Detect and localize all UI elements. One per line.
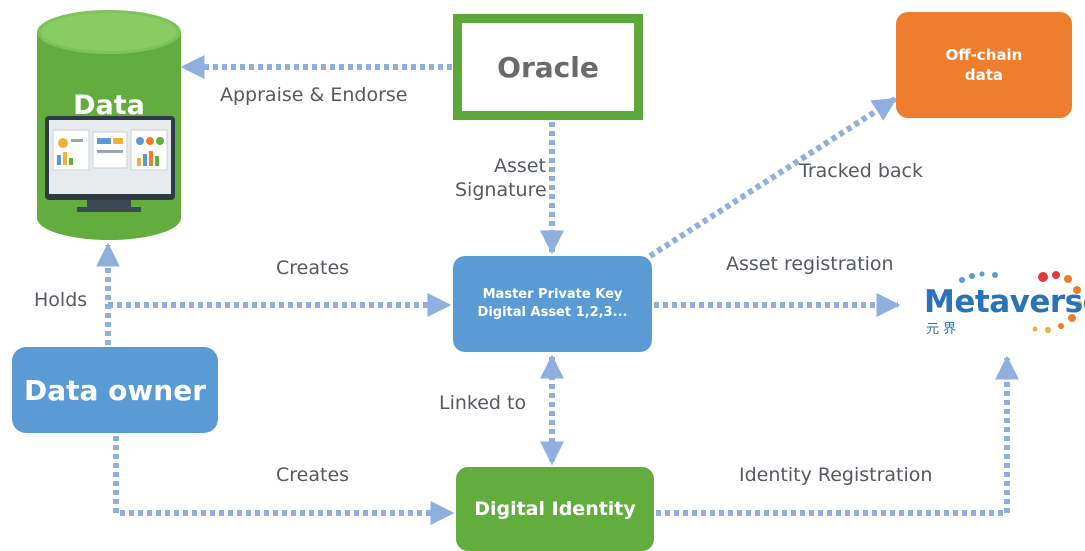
label-asset-registration: Asset registration: [726, 253, 894, 275]
offchain-label-line2: data: [964, 66, 1004, 84]
arrow-master-to-offchain: [648, 96, 898, 259]
metaverse-logo: Metaverse 元 界: [922, 268, 1085, 340]
data-database: Data: [37, 10, 181, 240]
metaverse-dots-icon: [959, 271, 1082, 333]
data-owner-label: Data owner: [24, 373, 206, 407]
label-creates-top: Creates: [276, 257, 350, 279]
offchain-label-line1: Off-chain: [945, 46, 1023, 64]
offchain-data-node: Off-chain data: [896, 12, 1072, 118]
label-appraise-endorse: Appraise & Endorse: [220, 84, 408, 106]
data-owner-node: Data owner: [12, 347, 218, 433]
arrow-owner-to-identity: [113, 436, 455, 525]
label-linked-to: Linked to: [439, 392, 527, 414]
digital-identity-label: Digital Identity: [474, 498, 636, 520]
data-node-label: Data: [73, 90, 145, 121]
master-private-key-node: Master Private Key Digital Asset 1,2,3..…: [453, 256, 652, 352]
label-holds: Holds: [34, 289, 88, 311]
master-label-line2: Digital Asset 1,2,3...: [477, 305, 628, 320]
master-label-line1: Master Private Key: [482, 287, 623, 302]
metaverse-wordmark: Metaverse: [924, 284, 1085, 320]
database-icon: [37, 10, 181, 240]
oracle-node: Oracle: [453, 14, 643, 120]
label-tracked-back: Tracked back: [799, 160, 923, 182]
metaverse-chinese-name: 元 界: [926, 322, 957, 337]
arrow-identity-to-metaverse: [656, 355, 1019, 516]
digital-identity-node: Digital Identity: [456, 467, 654, 551]
label-identity-registration: Identity Registration: [739, 464, 933, 486]
label-asset-signature-line1: Asset: [494, 155, 546, 177]
label-creates-bottom: Creates: [276, 464, 350, 486]
oracle-label: Oracle: [497, 50, 599, 84]
label-asset-signature-line2: Signature: [455, 179, 547, 201]
